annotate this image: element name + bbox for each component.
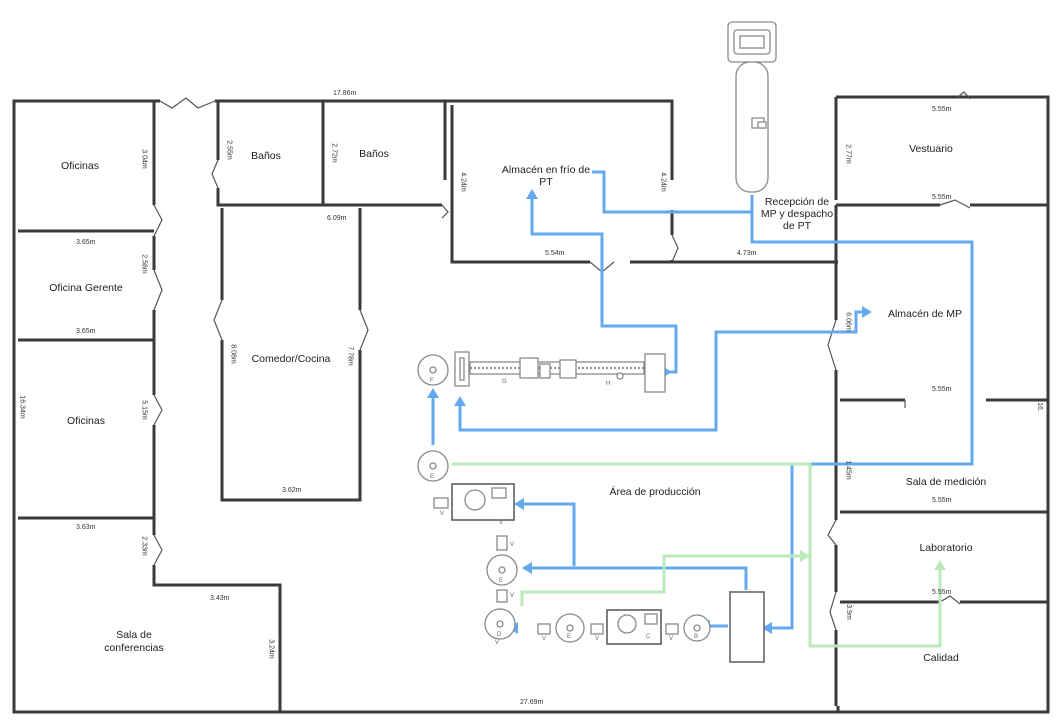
equip-f-label: F [430, 378, 434, 384]
dim-mp-height: 6.06m [844, 312, 852, 332]
dim-comedor-left: 8.08m [229, 344, 237, 364]
room-sala-conferencias-1: Sala de [116, 629, 152, 641]
room-sala-medicion: Sala de medición [905, 476, 987, 488]
dim-frio-right: 4.24m [659, 172, 667, 192]
dim-medicion-width: 5.55m [932, 497, 952, 504]
dim-conf-height-1: 2.33m [140, 536, 148, 556]
room-almacen-frio-2: PT [539, 176, 553, 188]
equip-v3-label: V [510, 542, 515, 548]
equip-v6-label: V [595, 636, 600, 642]
dim-office-width-2: 3.65m [76, 328, 96, 335]
equip-g-label: G [502, 379, 507, 385]
dim-comedor-right: 7.78m [346, 346, 354, 366]
dim-comedor-bottom: 3.62m [282, 487, 302, 494]
production-equipment [417, 351, 765, 663]
equip-d-label: D [497, 632, 502, 638]
dim-banos-1-height: 2.55m [225, 140, 233, 160]
room-almacen-mp: Almacén de MP [887, 308, 963, 320]
equip-b-label: B [694, 634, 699, 640]
equip-h-label: H [606, 381, 611, 387]
truck [727, 21, 777, 193]
equip-c-label: C [646, 634, 651, 640]
dim-calidad-height: 3.9m [844, 604, 852, 620]
dim-vestuario-height: 2.77m [844, 144, 852, 164]
room-sala-conferencias-2: conferencias [104, 642, 164, 654]
room-area-produccion: Área de producción [609, 486, 701, 498]
green-arrows [800, 550, 946, 570]
dim-gerente-height: 2.58m [140, 254, 148, 274]
dim-bottom-total: 27.69m [520, 699, 544, 706]
room-comedor-cocina: Comedor/Cocina [251, 353, 331, 365]
equip-v8-label: V [495, 640, 500, 646]
dim-office-width-1: 3.65m [76, 239, 96, 246]
equip-e1-label: E [430, 474, 435, 480]
dim-vestuario-top: 5.55m [932, 106, 952, 113]
room-recepcion-1: Recepción de [764, 196, 830, 208]
equip-v7-label: V [669, 636, 674, 642]
dim-banos-2-height: 2.72m [330, 143, 338, 163]
room-almacen-frio-1: Almacén en frío de [501, 164, 591, 176]
equip-v5-label: V [542, 636, 547, 642]
dim-right-total: 16. [1035, 402, 1043, 412]
equip-v4-label: V [510, 593, 515, 599]
outer-walls [12, 95, 1050, 714]
room-banos-2: Baños [359, 148, 389, 160]
room-recepcion-2: MP y despacho [760, 208, 834, 220]
equip-e3-label: E [567, 634, 572, 640]
dim-comedor-top: 6.09m [327, 215, 347, 222]
dim-left-total: 16.34m [18, 395, 26, 419]
cold-storage-walls [450, 105, 838, 273]
room-oficinas-2: Oficinas [67, 415, 105, 427]
dim-lab-width: 5.55m [932, 589, 952, 596]
right-walls [827, 91, 1048, 706]
room-laboratorio: Laboratorio [919, 542, 973, 554]
dim-medicion-height: 1.45m [844, 460, 852, 480]
dim-office-1-height: 3.04m [140, 149, 148, 169]
dim-conf-height-2: 3.24m [267, 639, 275, 659]
room-banos-1: Baños [251, 150, 281, 162]
quality-flow-lines [452, 462, 942, 648]
bath-walls [211, 101, 449, 219]
room-calidad: Calidad [923, 652, 959, 664]
dim-frio-width: 5.54m [545, 250, 565, 257]
office-walls [18, 101, 282, 712]
dim-frio-left: 4.24m [459, 172, 467, 192]
raw-material-flow-lines [431, 170, 974, 630]
equip-v2-label: V [499, 520, 504, 526]
dim-conf-width-1: 3.63m [76, 524, 96, 531]
dim-recepcion-width: 4.73m [737, 250, 757, 257]
dim-vestuario-bottom: 5.55m [932, 194, 952, 201]
equip-e2-label: E [499, 578, 504, 584]
dining-walls [213, 208, 369, 502]
dim-top-total: 17.86m [333, 90, 357, 97]
room-vestuario: Vestuario [909, 143, 953, 155]
dim-office-2-height: 5.15m [140, 400, 148, 420]
room-oficinas-1: Oficinas [61, 160, 99, 172]
dim-conf-width-2: 3.43m [210, 595, 230, 602]
room-oficina-gerente: Oficina Gerente [49, 282, 123, 294]
equip-v1-label: V [440, 511, 445, 517]
dim-mp-width: 5.55m [932, 386, 952, 393]
room-recepcion-3: de PT [782, 220, 811, 232]
